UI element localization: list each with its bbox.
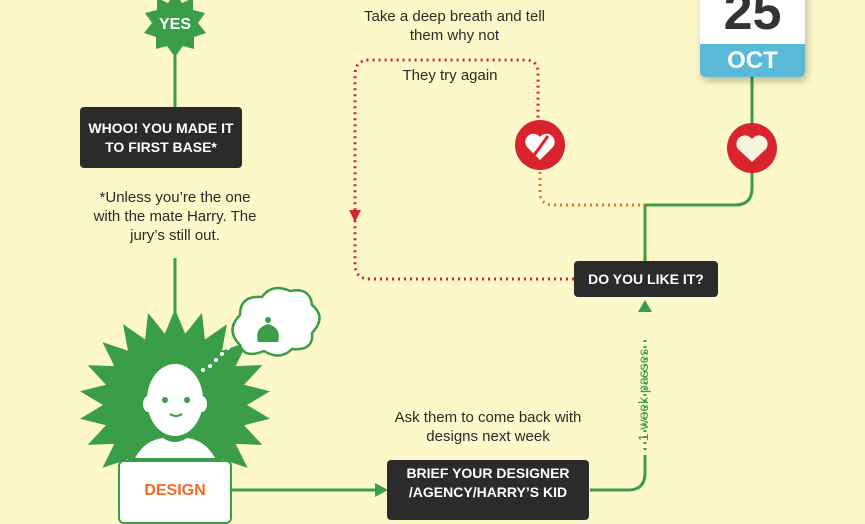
first-base-box: WHOO! YOU MADE IT TO FIRST BASE* [80,107,242,168]
arrow-head-icon [375,483,388,497]
calendar-icon: 25 OCT [700,0,805,77]
dotted-retry-loop [353,58,574,281]
connector-brief-week [590,455,647,492]
ask-text: Ask them to come back with designs next … [394,409,582,445]
arrow-down-icon [349,210,361,222]
breath-text: Take a deep breath and tell them why not [364,8,545,44]
like-box: DO YOU LIKE IT? [574,261,718,297]
week-passes-text: 1 week passes [635,348,651,442]
design-box: DESIGN [118,460,232,524]
try-again-text: They try again [402,67,498,84]
yes-starburst [144,0,206,57]
dotted-dislike-line [538,172,645,207]
person-avatar-icon [135,364,215,458]
dotted-thought-trail [201,346,230,372]
arrow-up-icon [638,300,652,312]
connector-like-heart [643,172,754,261]
yes-label: YES [158,16,191,33]
footnote-text: *Unless you’re the one with the mate Har… [93,189,257,244]
design-label: DESIGN [144,482,206,499]
thought-cloud-icon [231,286,321,357]
calendar-month: OCT [700,44,805,77]
heart-icon [727,123,777,173]
flow-connectors [80,0,777,500]
broken-heart-icon [515,120,565,170]
calendar-day: 25 [723,0,782,41]
brief-box: BRIEF YOUR DESIGNER /AGENCY/HARRY’S KID [387,460,589,520]
pudding-icon [257,317,279,342]
